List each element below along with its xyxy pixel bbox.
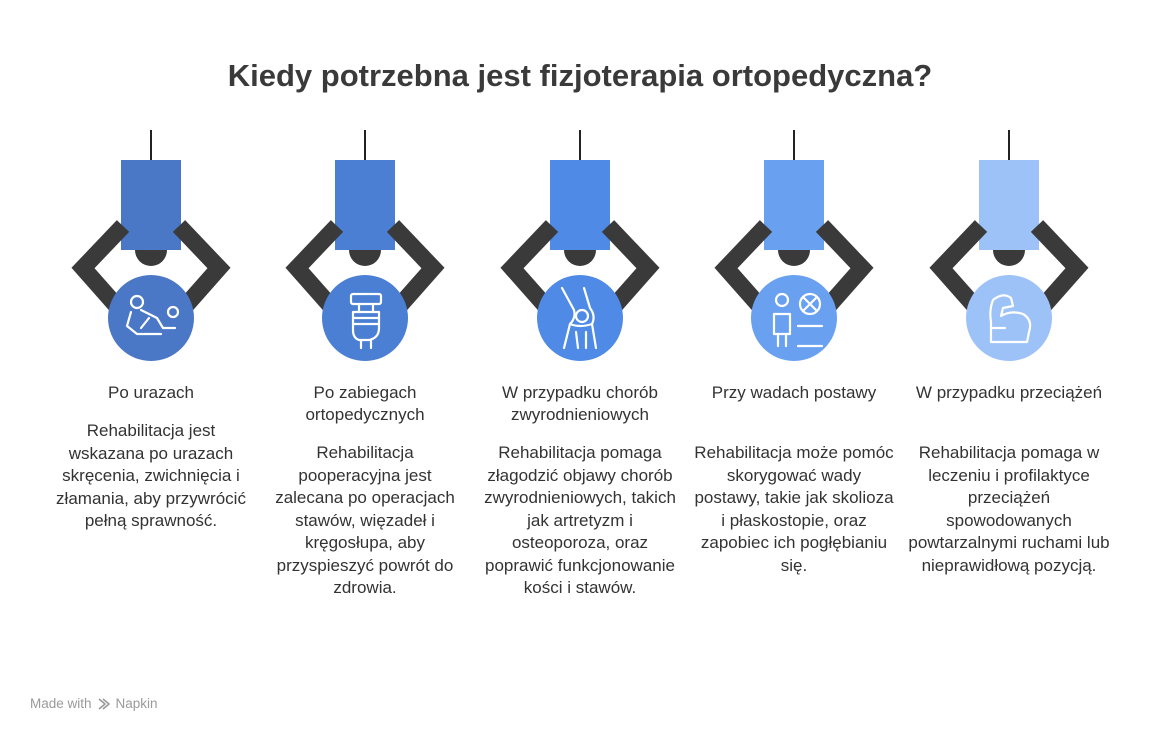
- hand-tool-icon: [349, 292, 383, 350]
- claw-graphic: [71, 130, 231, 361]
- page-title: Kiedy potrzebna jest fizjoterapia ortope…: [227, 58, 933, 93]
- column-degenerative-diseases: W przypadku chorób zwyrodnieniowych Reha…: [473, 128, 687, 668]
- heading-injuries: Po urazach: [108, 383, 194, 402]
- knee-joint-icon: [560, 286, 598, 350]
- heading-orthopedic-surgery: Po zabiegach ortopedycznych: [305, 383, 425, 424]
- column-orthopedic-surgery: Po zabiegach ortopedycznych Rehabilitacj…: [258, 128, 472, 668]
- column-injuries: Po urazach Rehabilitacja jest wskazana p…: [44, 128, 258, 668]
- description-posture-defects: Rehabilitacja może pomóc skorygować wady…: [694, 443, 894, 575]
- description-injuries: Rehabilitacja jest wskazana po urazach s…: [56, 421, 246, 530]
- napkin-logo-icon: [98, 697, 110, 710]
- muscle-arm-icon: [989, 294, 1032, 344]
- claw-graphic: [500, 130, 660, 361]
- claw-graphic: [285, 130, 445, 361]
- column-posture-defects: Przy wadach postawy Rehabilitacja może p…: [687, 128, 901, 668]
- footer-attribution[interactable]: Made with Napkin: [30, 696, 158, 711]
- made-with-label: Made with: [30, 696, 92, 711]
- column-overload: W przypadku przeciążeń Rehabilitacja pom…: [902, 128, 1116, 668]
- columns: Po urazach Rehabilitacja jest wskazana p…: [44, 128, 1116, 668]
- napkin-brand: Napkin: [115, 696, 158, 711]
- description-degenerative-diseases: Rehabilitacja pomaga złagodzić objawy ch…: [484, 443, 676, 597]
- description-orthopedic-surgery: Rehabilitacja pooperacyjna jest zalecana…: [275, 443, 455, 597]
- posture-icon: [772, 292, 824, 348]
- claw-graphic: [714, 130, 874, 361]
- heading-overload: W przypadku przeciążeń: [915, 383, 1103, 402]
- injured-person-icon: [125, 294, 180, 336]
- claw-graphic: [929, 130, 1089, 361]
- heading-posture-defects: Przy wadach postawy: [711, 383, 877, 402]
- description-overload: Rehabilitacja pomaga w leczeniu i profil…: [908, 443, 1110, 575]
- heading-degenerative-diseases: W przypadku chorób zwyrodnieniowych: [502, 383, 658, 424]
